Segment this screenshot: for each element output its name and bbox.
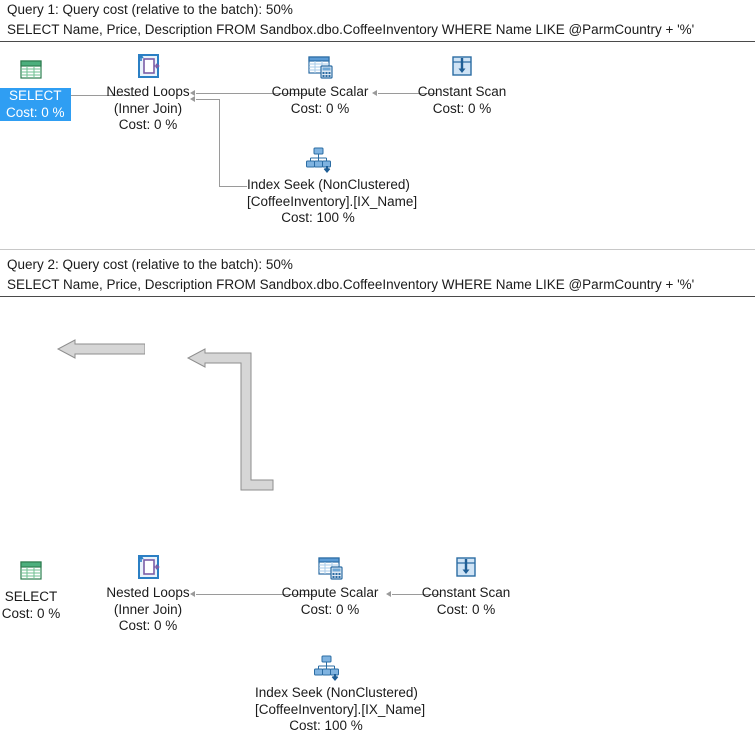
plan-node-select-line2: Cost: 0 % xyxy=(1,605,61,621)
plan-node-nested-loops-line1: Nested Loops xyxy=(106,585,190,600)
plan-node-nested-loops[interactable]: Nested Loops (Inner Join) Cost: 0 % xyxy=(88,551,208,635)
plan-node-select[interactable]: SELECT Cost: 0 % xyxy=(0,54,71,122)
connector-seek-to-loops-h1 xyxy=(196,99,220,100)
plan-node-compute-scalar-line2: Cost: 0 % xyxy=(290,100,350,116)
plan-node-constant-scan-line1: Constant Scan xyxy=(421,585,511,600)
plan-node-compute-scalar[interactable]: Compute Scalar Cost: 0 % xyxy=(262,50,378,117)
index-seek-icon xyxy=(302,143,334,175)
plan-node-constant-scan-line2: Cost: 0 % xyxy=(436,601,496,617)
plan-node-index-seek[interactable]: Index Seek (NonClustered) [CoffeeInvento… xyxy=(255,651,426,735)
plan-node-index-seek-line3: Cost: 100 % xyxy=(289,718,363,733)
plan-sql-text: SELECT Name, Price, Description FROM San… xyxy=(7,22,695,37)
arrow-head-to-loops-bottom xyxy=(190,96,195,102)
plan-node-select-line1: SELECT xyxy=(4,589,58,604)
plan-node-nested-loops-line2: (Inner Join) xyxy=(113,601,183,617)
connector-constant-to-compute xyxy=(378,93,436,94)
plan-node-nested-loops-line3: Cost: 0 % xyxy=(118,117,178,132)
plan-node-index-seek[interactable]: Index Seek (NonClustered) [CoffeeInvento… xyxy=(247,143,418,227)
plan-sql-text: SELECT Name, Price, Description FROM San… xyxy=(7,277,695,292)
plan-node-select[interactable]: SELECT Cost: 0 % xyxy=(0,555,62,622)
plan-node-compute-scalar-labels: Compute Scalar Cost: 0 % xyxy=(272,585,388,618)
constant-scan-icon xyxy=(450,551,482,583)
plan-node-select-line1: SELECT xyxy=(9,88,62,103)
plan-header: Query 1: Query cost (relative to the bat… xyxy=(7,2,293,17)
constant-scan-icon xyxy=(446,50,478,82)
connector-seek-to-loops xyxy=(185,344,275,499)
plan-node-compute-scalar-line2: Cost: 0 % xyxy=(300,601,360,617)
plan-node-select-line2: Cost: 0 % xyxy=(6,104,65,120)
plan-node-select-labels: SELECT Cost: 0 % xyxy=(0,589,62,622)
execution-plan-pane-1[interactable]: Query 1: Query cost (relative to the bat… xyxy=(0,0,755,240)
plan-node-nested-loops-labels: Nested Loops (Inner Join) Cost: 0 % xyxy=(88,84,208,134)
connector-loops-to-select xyxy=(70,95,138,96)
plan-node-index-seek-line2: [CoffeeInventory].[IX_Name] xyxy=(247,193,418,209)
plan-node-nested-loops-labels: Nested Loops (Inner Join) Cost: 0 % xyxy=(88,585,208,635)
plan-node-index-seek-line2: [CoffeeInventory].[IX_Name] xyxy=(255,701,426,717)
compute-scalar-icon xyxy=(314,551,346,583)
connector-seek-elbow-horizontal xyxy=(219,186,247,187)
pane-divider xyxy=(0,249,755,250)
result-grid-icon xyxy=(15,555,47,587)
plan-header: Query 2: Query cost (relative to the bat… xyxy=(7,257,293,272)
plan-node-nested-loops-line3: Cost: 0 % xyxy=(118,618,178,633)
sql-divider xyxy=(0,41,755,42)
plan-node-nested-loops[interactable]: Nested Loops (Inner Join) Cost: 0 % xyxy=(88,50,208,134)
arrow-head-to-compute xyxy=(372,90,377,96)
plan-node-constant-scan-labels: Constant Scan Cost: 0 % xyxy=(404,84,520,117)
nested-loops-icon xyxy=(132,50,164,82)
nested-loops-icon xyxy=(132,551,164,583)
plan-node-index-seek-line1: Index Seek (NonClustered) xyxy=(255,685,418,700)
plan-node-compute-scalar[interactable]: Compute Scalar Cost: 0 % xyxy=(272,551,388,618)
plan-node-index-seek-labels: Index Seek (NonClustered) [CoffeeInvento… xyxy=(255,685,426,735)
plan-node-nested-loops-line1: Nested Loops xyxy=(106,84,190,99)
sql-divider xyxy=(0,296,755,297)
plan-node-compute-scalar-line1: Compute Scalar xyxy=(271,84,369,99)
plan-node-index-seek-labels: Index Seek (NonClustered) [CoffeeInvento… xyxy=(247,177,418,227)
execution-plan-pane-2[interactable]: Query 2: Query cost (relative to the bat… xyxy=(0,255,755,733)
plan-node-constant-scan-labels: Constant Scan Cost: 0 % xyxy=(408,585,524,618)
result-grid-icon xyxy=(15,54,47,86)
plan-node-constant-scan-line2: Cost: 0 % xyxy=(432,100,492,116)
plan-node-constant-scan[interactable]: Constant Scan Cost: 0 % xyxy=(408,551,524,618)
plan-node-index-seek-line1: Index Seek (NonClustered) xyxy=(247,177,410,192)
plan-node-compute-scalar-line1: Compute Scalar xyxy=(281,585,379,600)
connector-seek-elbow-vertical xyxy=(219,99,220,186)
compute-scalar-icon xyxy=(304,50,336,82)
plan-node-constant-scan-line1: Constant Scan xyxy=(417,84,507,99)
plan-node-compute-scalar-labels: Compute Scalar Cost: 0 % xyxy=(262,84,378,117)
plan-node-constant-scan[interactable]: Constant Scan Cost: 0 % xyxy=(404,50,520,117)
arrow-head-to-loops-top xyxy=(190,90,195,96)
index-seek-icon xyxy=(310,651,342,683)
plan-node-nested-loops-line2: (Inner Join) xyxy=(113,100,183,116)
plan-node-select-labels: SELECT Cost: 0 % xyxy=(0,88,71,121)
plan-node-index-seek-line3: Cost: 100 % xyxy=(281,210,355,225)
connector-compute-to-loops xyxy=(196,93,312,94)
connector-loops-to-select xyxy=(55,339,145,359)
